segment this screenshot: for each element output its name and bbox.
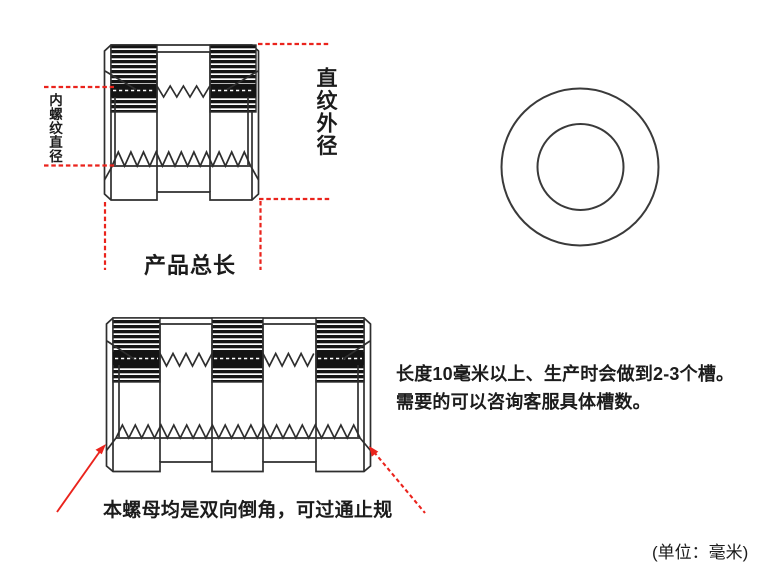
long-section-view-drawing xyxy=(105,317,372,473)
arrowhead-right xyxy=(369,446,379,457)
thread-zigzag xyxy=(262,351,315,368)
bore-circle xyxy=(536,123,625,211)
insert-outline-long xyxy=(105,317,372,473)
chamfer-note: 本螺母均是双向倒角，可过通止规 xyxy=(103,500,393,521)
arrowhead-left xyxy=(95,444,106,455)
total-length-label: 产品总长 xyxy=(144,253,237,278)
chamfer-arrows xyxy=(56,444,426,514)
dimension-lines xyxy=(44,42,331,270)
chamfer-arrow-left xyxy=(56,453,99,513)
thread-strip xyxy=(113,352,364,365)
knurl-band xyxy=(110,44,257,113)
thread-zigzag xyxy=(111,149,252,169)
section-view-drawing xyxy=(103,44,260,201)
knurl-outer-diameter-label: 直纹外径 xyxy=(314,67,337,157)
thread-zigzag xyxy=(159,351,213,368)
chamfer-arrow-right xyxy=(373,451,426,514)
groove-note-line1: 长度10毫米以上、生产时会做到2-3个槽。 xyxy=(396,364,735,384)
outer-diameter-circle xyxy=(500,87,660,247)
thread-zigzag xyxy=(115,423,361,440)
thread-zigzag xyxy=(156,84,211,99)
knurl-band xyxy=(112,317,365,383)
groove-production-note: 长度10毫米以上、生产时会做到2-3个槽。 需要的可以咨询客服具体槽数。 xyxy=(396,360,734,416)
inner-thread-diameter-label: 内螺纹直径 xyxy=(47,93,62,163)
unit-note: (单位：毫米) xyxy=(652,543,749,562)
groove-note-line2: 需要的可以咨询客服具体槽数。 xyxy=(396,392,651,412)
end-view-drawing xyxy=(500,87,660,247)
